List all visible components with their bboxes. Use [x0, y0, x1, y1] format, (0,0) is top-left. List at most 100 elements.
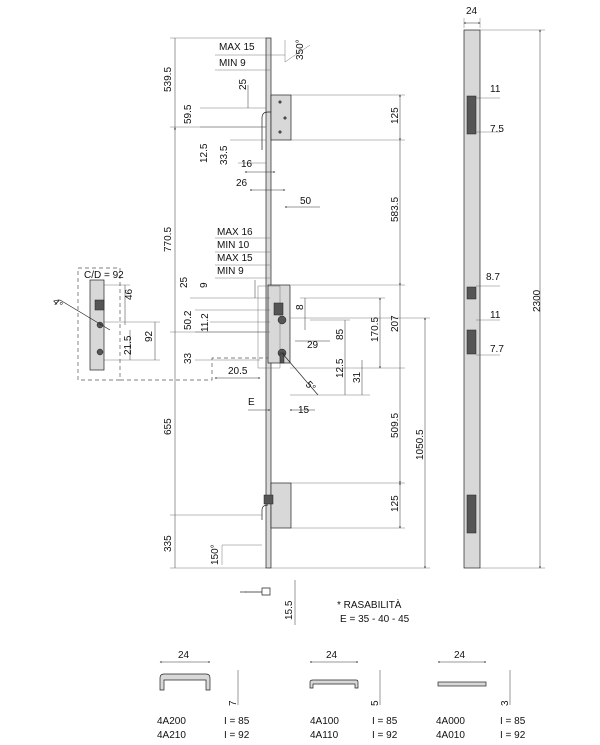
label-33-5: 33.5 — [219, 145, 230, 165]
label-92: 92 — [144, 330, 155, 342]
connection-dashed — [120, 357, 268, 381]
top-hook — [261, 111, 271, 150]
label-26: 26 — [236, 178, 248, 189]
profile-1-code-b: 4A210 — [157, 730, 186, 741]
profile-2-width: 24 — [326, 650, 338, 661]
label-16: 16 — [241, 159, 253, 170]
profile-labels: 24 7 4A200 4A210 I = 85 I = 92 24 5 4A10… — [157, 650, 526, 741]
label-7-5: 7.5 — [490, 124, 504, 135]
label-150deg: 150° — [210, 544, 221, 565]
profile-4a100 — [309, 661, 381, 705]
label-350deg: 350° — [295, 39, 306, 60]
label-8: 8 — [295, 304, 306, 310]
label-min9: MIN 9 — [219, 58, 246, 69]
front-bolt-slot — [466, 329, 477, 355]
label-85: 85 — [335, 328, 346, 340]
label-min10: MIN 10 — [217, 240, 250, 251]
profile-2-val-a: I = 85 — [372, 716, 398, 727]
label-125b: 125 — [390, 495, 401, 512]
label-20-5: 20.5 — [228, 366, 248, 377]
profile-1-val-a: I = 85 — [224, 716, 250, 727]
label-583-5: 583.5 — [390, 197, 401, 222]
dimension-labels: MAX 15 MIN 9 350° 539.5 25 59.5 125 12.5… — [163, 39, 426, 625]
bottom-hook-case — [270, 482, 292, 529]
label-33: 33 — [183, 352, 194, 364]
label-11a: 11 — [490, 84, 501, 95]
bottom-strike — [245, 587, 271, 596]
top-hook-case — [270, 94, 292, 141]
profile-1-val-b: I = 92 — [224, 730, 250, 741]
bottom-angle — [221, 544, 296, 625]
latch-bolt — [273, 302, 284, 316]
profile-3-width: 24 — [454, 650, 466, 661]
label-539-5: 539.5 — [163, 67, 174, 92]
profile-3-val-a: I = 85 — [500, 716, 526, 727]
profile-1-width: 24 — [178, 650, 190, 661]
profile-4a200 — [159, 661, 239, 705]
label-8-7: 8.7 — [486, 272, 500, 283]
label-11b: 11 — [490, 310, 501, 321]
label-170-5: 170.5 — [370, 317, 381, 342]
profile-2-code-a: 4A100 — [310, 716, 339, 727]
bottom-hook — [261, 504, 269, 520]
label-50-2: 50.2 — [183, 310, 194, 330]
note-E-values: E = 35 - 40 - 45 — [340, 614, 410, 625]
label-9: 9 — [199, 282, 210, 288]
profile-4a000 — [437, 661, 511, 705]
label-1050-5: 1050.5 — [415, 429, 426, 460]
label-max16: MAX 16 — [217, 227, 253, 238]
label-25b: 25 — [179, 276, 190, 288]
front-view — [463, 18, 545, 569]
central-lock-body — [267, 284, 291, 364]
label-max15b: MAX 15 — [217, 253, 253, 264]
label-4deg: 4° — [50, 296, 65, 311]
label-12-5b: 12.5 — [335, 358, 346, 378]
label-335: 335 — [163, 535, 174, 552]
label-max15: MAX 15 — [219, 42, 255, 53]
label-207: 207 — [390, 315, 401, 332]
label-21-5: 21.5 — [123, 335, 134, 355]
label-11-2: 11.2 — [200, 313, 211, 332]
label-min9b: MIN 9 — [217, 266, 244, 277]
right-dimensions — [271, 94, 430, 569]
label-31: 31 — [352, 371, 363, 383]
profile-1-thk: 7 — [228, 700, 239, 706]
detail-view — [59, 267, 160, 381]
label-50: 50 — [300, 196, 312, 207]
side-view — [120, 37, 319, 596]
follower-hole — [277, 315, 287, 325]
profile-3-thk: 3 — [500, 700, 511, 706]
profile-2-code-b: 4A110 — [310, 730, 339, 741]
label-E: E — [248, 397, 255, 408]
note-rasabilita: * RASABILITÀ — [337, 598, 402, 611]
label-29: 29 — [307, 340, 319, 351]
middle-dims — [190, 237, 330, 411]
front-top-hook-slot — [466, 95, 477, 135]
label-12-5a: 12.5 — [199, 143, 210, 163]
label-509-5: 509.5 — [390, 413, 401, 438]
label-cd92: C/D = 92 — [84, 270, 124, 281]
profile-3-val-b: I = 92 — [500, 730, 526, 741]
label-front-24: 24 — [466, 6, 478, 17]
profile-2-val-b: I = 92 — [372, 730, 398, 741]
label-15: 15 — [298, 405, 310, 416]
label-15-5: 15.5 — [284, 600, 295, 620]
front-latch-slot — [466, 286, 477, 300]
label-46: 46 — [124, 288, 135, 300]
label-125a: 125 — [390, 107, 401, 124]
detail-frame — [77, 267, 121, 381]
profile-2-thk: 5 — [370, 700, 381, 706]
label-25a: 25 — [238, 78, 249, 90]
lock-case-outline — [257, 285, 281, 369]
profile-sections — [159, 661, 511, 705]
label-770-5: 770.5 — [163, 227, 174, 252]
label-2300: 2300 — [532, 289, 543, 312]
top-dims — [200, 40, 320, 208]
profile-3-code-b: 4A010 — [436, 730, 465, 741]
profile-1-code-a: 4A200 — [157, 716, 186, 727]
label-655: 655 — [163, 418, 174, 435]
profile-3-code-a: 4A000 — [436, 716, 465, 727]
label-7-7: 7.7 — [490, 344, 504, 355]
label-59-5: 59.5 — [183, 104, 194, 124]
